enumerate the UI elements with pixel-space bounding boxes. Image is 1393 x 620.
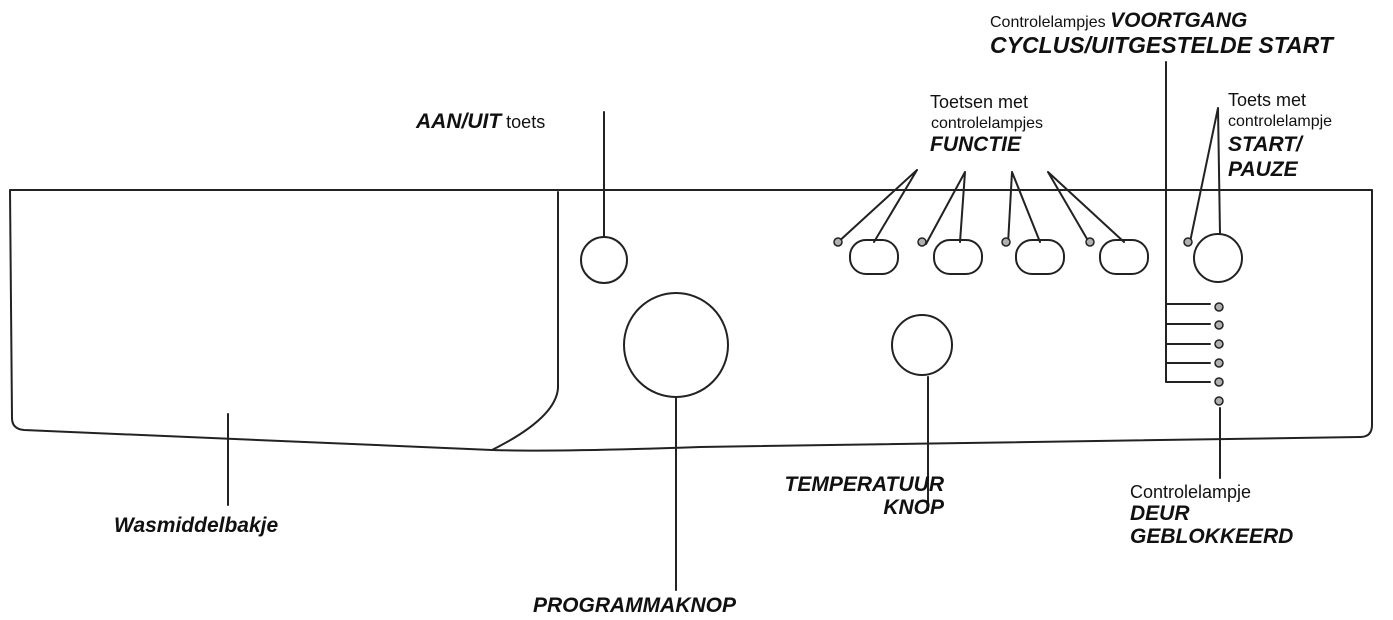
leader-start <box>1189 107 1221 243</box>
label-door-locked-bold1: DEUR <box>1130 502 1190 525</box>
start-pause-button <box>1193 233 1243 283</box>
function-button-3 <box>1015 239 1065 275</box>
label-function-bold: FUNCTIE <box>930 133 1021 156</box>
label-progress-bold: VOORTGANG <box>1110 9 1248 32</box>
control-panel-outline <box>9 189 1373 452</box>
function-button-2 <box>933 239 983 275</box>
progress-led-3 <box>1214 339 1224 349</box>
start-pause-led <box>1183 237 1193 247</box>
function-led-1 <box>833 237 843 247</box>
label-function-line2: controlelampjes <box>931 115 1044 132</box>
progress-led-2 <box>1214 320 1224 330</box>
detergent-drawer-edge <box>491 191 559 451</box>
label-function-line1: Toetsen met <box>930 92 1029 112</box>
label-door-locked-small: Controlelampje <box>1130 482 1252 502</box>
label-start-bold2: PAUZE <box>1228 158 1298 181</box>
label-start-line1: Toets met <box>1228 90 1307 110</box>
leader-progress <box>1165 61 1211 383</box>
label-program-knob: PROGRAMMAKNOP <box>533 594 736 617</box>
leader-function <box>835 169 1125 245</box>
label-start-bold1: START/ <box>1228 133 1302 156</box>
label-temperature-1: TEMPERATUUR <box>784 473 944 496</box>
on-off-button <box>580 236 628 284</box>
function-led-2 <box>917 237 927 247</box>
label-temperature-2: KNOP <box>883 496 944 519</box>
program-knob <box>623 292 729 398</box>
label-on-off-bold: AAN/UIT <box>416 110 502 133</box>
progress-led-1 <box>1214 302 1224 312</box>
label-progress-line1: Controlelampjes VOORTGANG <box>990 10 1247 31</box>
label-start-line2: controlelampje <box>1228 113 1333 130</box>
function-button-1 <box>849 239 899 275</box>
label-progress-small: Controlelampjes <box>990 14 1111 31</box>
function-button-4 <box>1099 239 1149 275</box>
progress-led-5 <box>1214 377 1224 387</box>
door-locked-led <box>1214 396 1224 406</box>
function-led-3 <box>1001 237 1011 247</box>
label-on-off-normal: toets <box>501 112 546 132</box>
temperature-knob <box>891 314 953 376</box>
label-detergent-drawer: Wasmiddelbakje <box>114 514 279 537</box>
label-cycle-delayed-start: CYCLUS/UITGESTELDE START <box>990 32 1333 58</box>
label-on-off: AAN/UIT toets <box>416 111 545 132</box>
function-led-4 <box>1085 237 1095 247</box>
label-door-locked-bold2: GEBLOKKEERD <box>1130 525 1294 548</box>
progress-led-4 <box>1214 358 1224 368</box>
